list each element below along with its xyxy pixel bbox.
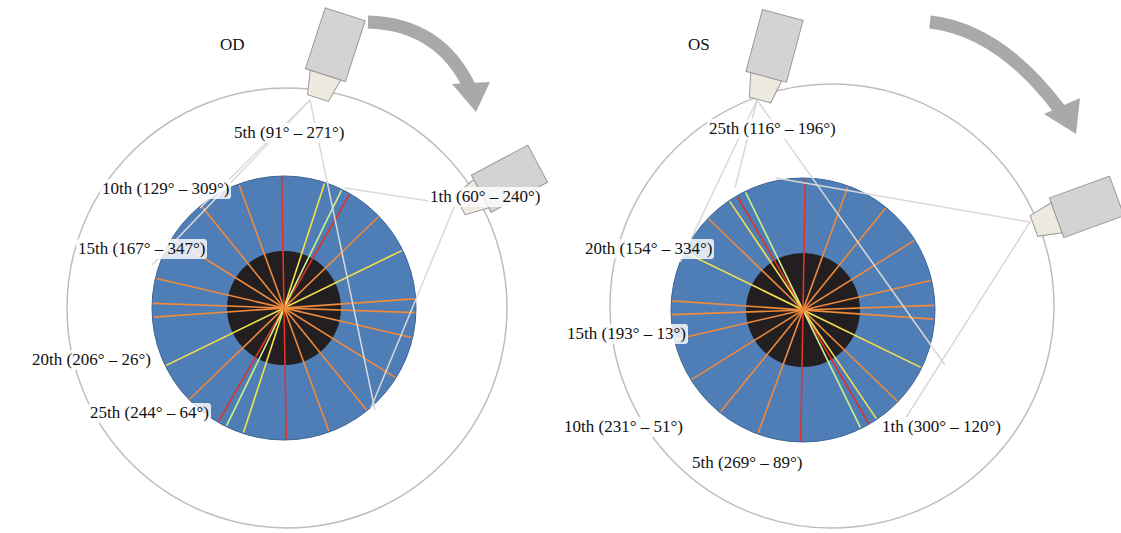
scan-label: 5th (91° – 271°) (232, 123, 346, 143)
scan-label: 25th (244° – 64°) (88, 403, 211, 423)
scan-label: 20th (206° – 26°) (30, 350, 153, 370)
scan-label: 15th (167° – 347°) (76, 239, 207, 259)
scan-label: 20th (154° – 334°) (583, 239, 714, 259)
scan-label: 1th (60° – 240°) (428, 187, 542, 207)
scan-label: 1th (300° – 120°) (880, 417, 1003, 437)
eye-label: OD (218, 35, 247, 55)
scan-label: 25th (116° – 196°) (707, 119, 838, 139)
scan-label: 10th (129° – 309°) (100, 179, 231, 199)
eye-label: OS (686, 35, 712, 55)
scan-label: 5th (269° – 89°) (690, 453, 804, 473)
scan-label: 10th (231° – 51°) (562, 417, 685, 437)
scan-line (190, 217, 378, 399)
scan-label: 15th (193° – 13°) (565, 324, 688, 344)
scan-line (709, 219, 897, 401)
